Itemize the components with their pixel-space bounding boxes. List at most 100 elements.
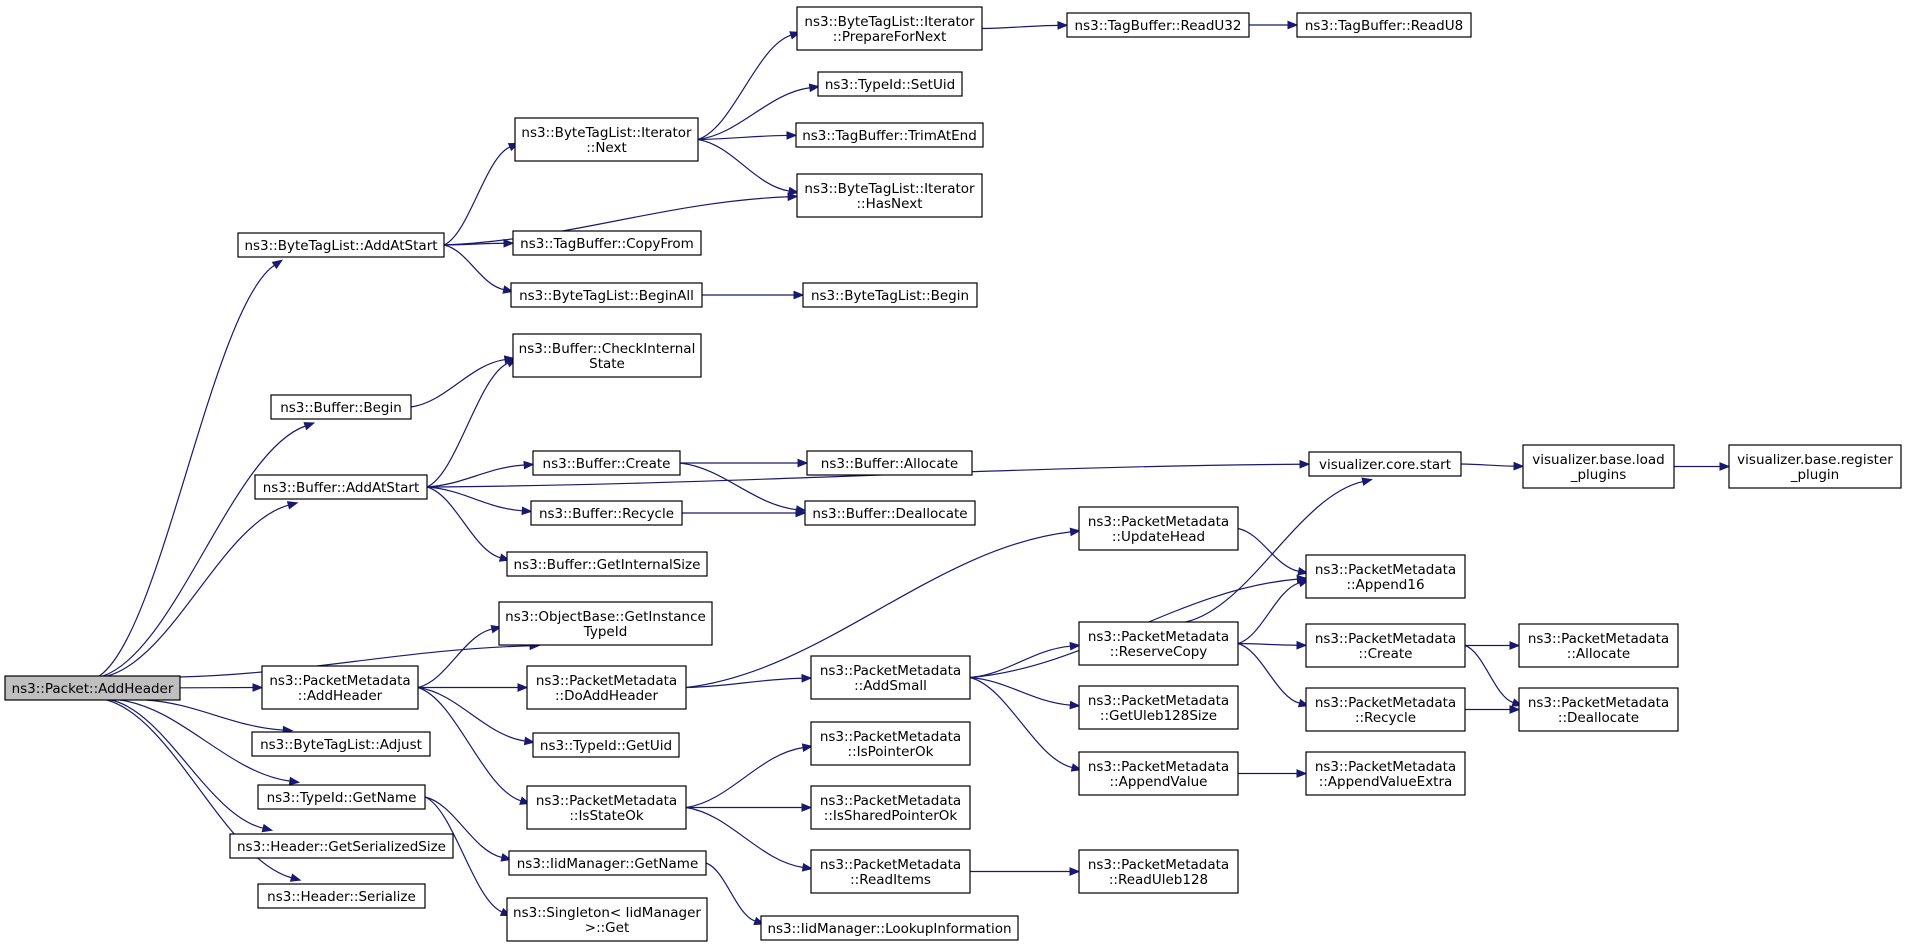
edge-buffer_recycle-to-buffer_deallocate: [682, 508, 807, 518]
node-pm-updatehead[interactable]: ns3::PacketMetadata::UpdateHead: [1078, 506, 1239, 551]
arrowhead: [523, 460, 535, 470]
arrowhead: [252, 683, 264, 692]
node-tagbuffer-copyfrom[interactable]: ns3::TagBuffer::CopyFrom: [512, 230, 702, 256]
node-header-getsersize[interactable]: ns3::Header::GetSerializedSize: [229, 833, 454, 859]
node-pm-getuleb128size[interactable]: ns3::PacketMetadata::GetUleb128Size: [1078, 685, 1239, 730]
node-label-line: ::Deallocate: [1558, 710, 1639, 726]
node-tagbuffer-readu32[interactable]: ns3::TagBuffer::ReadU32: [1066, 12, 1250, 38]
edge-btl_addatstart-to-tagbuffer_copyfrom: [443, 238, 515, 248]
node-pm-reservecopy[interactable]: ns3::PacketMetadata::ReserveCopy: [1078, 621, 1239, 666]
node-btli-next[interactable]: ns3::ByteTagList::Iterator::Next: [514, 117, 699, 162]
node-tagbuffer-readu8[interactable]: ns3::TagBuffer::ReadU8: [1296, 12, 1472, 38]
node-pm-append16[interactable]: ns3::PacketMetadata::Append16: [1305, 554, 1466, 599]
node-box: [257, 784, 426, 810]
arrowhead: [787, 186, 800, 196]
node-label-line: ::IsStateOk: [569, 808, 643, 824]
node-label-line: ns3::Buffer::Recycle: [539, 506, 674, 522]
node-visualizer-registerplugin[interactable]: visualizer.base.register_plugin: [1728, 444, 1902, 489]
node-buffer-create[interactable]: ns3::Buffer::Create: [532, 450, 681, 476]
node-pm-appendvalueextra[interactable]: ns3::PacketMetadata::AppendValueExtra: [1305, 751, 1466, 796]
node-header-serialize[interactable]: ns3::Header::Serialize: [257, 883, 426, 909]
node-typeid-getuid[interactable]: ns3::TypeId::GetUid: [532, 732, 680, 758]
node-btli-preparefornext[interactable]: ns3::ByteTagList::Iterator::PrepareForNe…: [796, 6, 983, 51]
node-label-line: ns3::PacketMetadata: [1315, 695, 1456, 711]
node-btl-begin[interactable]: ns3::ByteTagList::Begin: [802, 282, 978, 308]
node-box: [254, 474, 428, 500]
node-btl-adjust[interactable]: ns3::ByteTagList::Adjust: [251, 731, 431, 757]
node-label-line: ns3::Buffer::Allocate: [821, 456, 958, 472]
edge-btl_addatstart-to-btl_beginall: [443, 244, 514, 294]
node-visualizer-loadplugins[interactable]: visualizer.base.load_plugins: [1522, 444, 1675, 489]
node-visualizer-core-start[interactable]: visualizer.core.start: [1308, 451, 1462, 477]
node-tagbuffer-trimatend[interactable]: ns3::TagBuffer::TrimAtEnd: [795, 122, 984, 148]
node-label-line: ::ReserveCopy: [1110, 644, 1208, 660]
node-pm-addheader[interactable]: ns3::PacketMetadata::AddHeader: [261, 665, 419, 710]
node-buffer-allocate[interactable]: ns3::Buffer::Allocate: [806, 450, 973, 476]
edge-buffer_addatstart-to-buffer_recycle: [426, 486, 533, 516]
node-buffer-addatstart[interactable]: ns3::Buffer::AddAtStart: [254, 474, 428, 500]
edge-pm_create-to-pm_deallocate: [1464, 644, 1523, 707]
node-typeid-getname[interactable]: ns3::TypeId::GetName: [257, 784, 426, 810]
node-btl-beginall[interactable]: ns3::ByteTagList::BeginAll: [510, 282, 703, 308]
node-label-line: ::Next: [586, 140, 627, 156]
edge-buffer_begin-to-buffer_checkinternal: [410, 355, 516, 408]
node-buffer-begin[interactable]: ns3::Buffer::Begin: [270, 394, 412, 420]
node-box: [795, 122, 984, 148]
node-pm-recycle[interactable]: ns3::PacketMetadata::Recycle: [1305, 687, 1466, 732]
node-typeid-setuid[interactable]: ns3::TypeId::SetUid: [817, 71, 963, 97]
arrowhead: [801, 673, 813, 683]
edge-btli_next-to-typeid_setuid: [697, 83, 821, 141]
node-pm-issharedpointerok[interactable]: ns3::PacketMetadata::IsSharedPointerOk: [810, 785, 971, 830]
node-pm-readuleb128[interactable]: ns3::PacketMetadata::ReadUleb128: [1078, 849, 1239, 894]
arrowhead: [1287, 20, 1299, 30]
node-box: [1308, 451, 1462, 477]
node-pm-doaddheader[interactable]: ns3::PacketMetadata::DoAddHeader: [526, 665, 687, 710]
arrowhead: [795, 508, 807, 518]
arrowhead: [1069, 527, 1081, 537]
node-btli-hasnext[interactable]: ns3::ByteTagList::Iterator::HasNext: [796, 173, 983, 218]
node-buffer-deallocate[interactable]: ns3::Buffer::Deallocate: [804, 500, 976, 526]
node-pm-allocate[interactable]: ns3::PacketMetadata::Allocate: [1518, 623, 1679, 668]
node-label-line: ::AppendValueExtra: [1319, 774, 1453, 790]
node-label-line: ::Append16: [1346, 577, 1424, 593]
node-pm-addsmall[interactable]: ns3::PacketMetadata::AddSmall: [810, 655, 971, 700]
node-label-line: ::AddHeader: [298, 688, 383, 704]
node-label-line: ns3::ByteTagList::Iterator: [804, 14, 975, 30]
node-label-line: ::PrepareForNext: [833, 29, 947, 45]
edge-btl_addatstart-to-btli_next: [443, 142, 520, 246]
node-pm-appendvalue[interactable]: ns3::PacketMetadata::AppendValue: [1078, 751, 1239, 796]
node-pm-create[interactable]: ns3::PacketMetadata::Create: [1305, 623, 1466, 668]
node-btl-addatstart[interactable]: ns3::ByteTagList::AddAtStart: [237, 232, 445, 258]
node-box: [270, 394, 412, 420]
node-box: [257, 883, 426, 909]
arrowhead: [1719, 462, 1731, 471]
node-box: [802, 282, 978, 308]
node-buffer-recycle[interactable]: ns3::Buffer::Recycle: [530, 500, 683, 526]
node-pm-isstateok[interactable]: ns3::PacketMetadata::IsStateOk: [526, 785, 687, 830]
node-label-line: ns3::PacketMetadata: [1088, 514, 1229, 530]
node-buffer-getinternalsize[interactable]: ns3::Buffer::GetInternalSize: [506, 551, 708, 577]
edge-btli_next-to-tagbuffer_trimatend: [697, 131, 798, 141]
arrowhead: [289, 873, 302, 882]
arrowhead: [503, 238, 515, 248]
node-iid-lookupinfo[interactable]: ns3::IidManager::LookupInformation: [760, 915, 1019, 941]
arrowhead: [808, 83, 821, 93]
node-pm-deallocate[interactable]: ns3::PacketMetadata::Deallocate: [1518, 687, 1679, 732]
node-pm-ispointerok[interactable]: ns3::PacketMetadata::IsPointerOk: [810, 721, 971, 766]
node-box: [532, 450, 681, 476]
node-box: [1078, 685, 1239, 730]
node-packet-addheader[interactable]: ns3::Packet::AddHeader: [4, 675, 181, 701]
node-singleton-get[interactable]: ns3::Singleton< IidManager>::Get: [506, 897, 708, 942]
node-label-line: ns3::ByteTagList::Iterator: [521, 125, 692, 141]
node-iid-getname[interactable]: ns3::IidManager::GetName: [508, 850, 707, 876]
edge-packet_addheader-to-pm_addheader: [179, 683, 264, 692]
node-pm-readitems[interactable]: ns3::PacketMetadata::ReadItems: [810, 849, 971, 894]
arrowhead: [797, 458, 809, 468]
edge-buffer_addatstart-to-buffer_create: [426, 460, 535, 488]
node-box: [512, 333, 702, 378]
arrowhead: [271, 259, 284, 270]
arrowhead: [1361, 477, 1373, 486]
node-label-line: ns3::Buffer::CheckInternal: [519, 341, 696, 357]
